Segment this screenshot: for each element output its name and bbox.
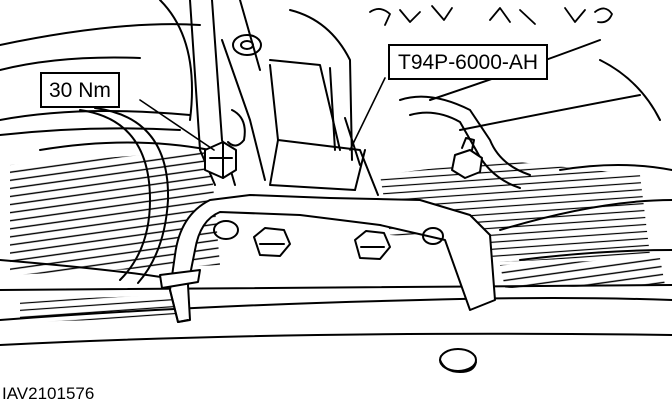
torque-bolt bbox=[204, 141, 237, 179]
torque-callout: 30 Nm bbox=[40, 72, 120, 108]
floor-plug bbox=[439, 348, 477, 373]
wiring-sketch bbox=[369, 5, 613, 26]
floor-hatching bbox=[10, 150, 665, 322]
tool-bolt-right bbox=[354, 230, 391, 260]
figure-id: IAV2101576 bbox=[2, 384, 95, 403]
tool-bolt-left bbox=[253, 227, 291, 257]
tool-hole-right bbox=[422, 227, 444, 245]
leader-lines bbox=[139, 77, 386, 151]
right-fitting bbox=[399, 95, 531, 189]
tool-hole-left bbox=[213, 220, 239, 240]
special-tool bbox=[159, 64, 496, 323]
tool-part-number-callout: T94P-6000-AH bbox=[388, 44, 549, 80]
hose bbox=[79, 107, 170, 284]
